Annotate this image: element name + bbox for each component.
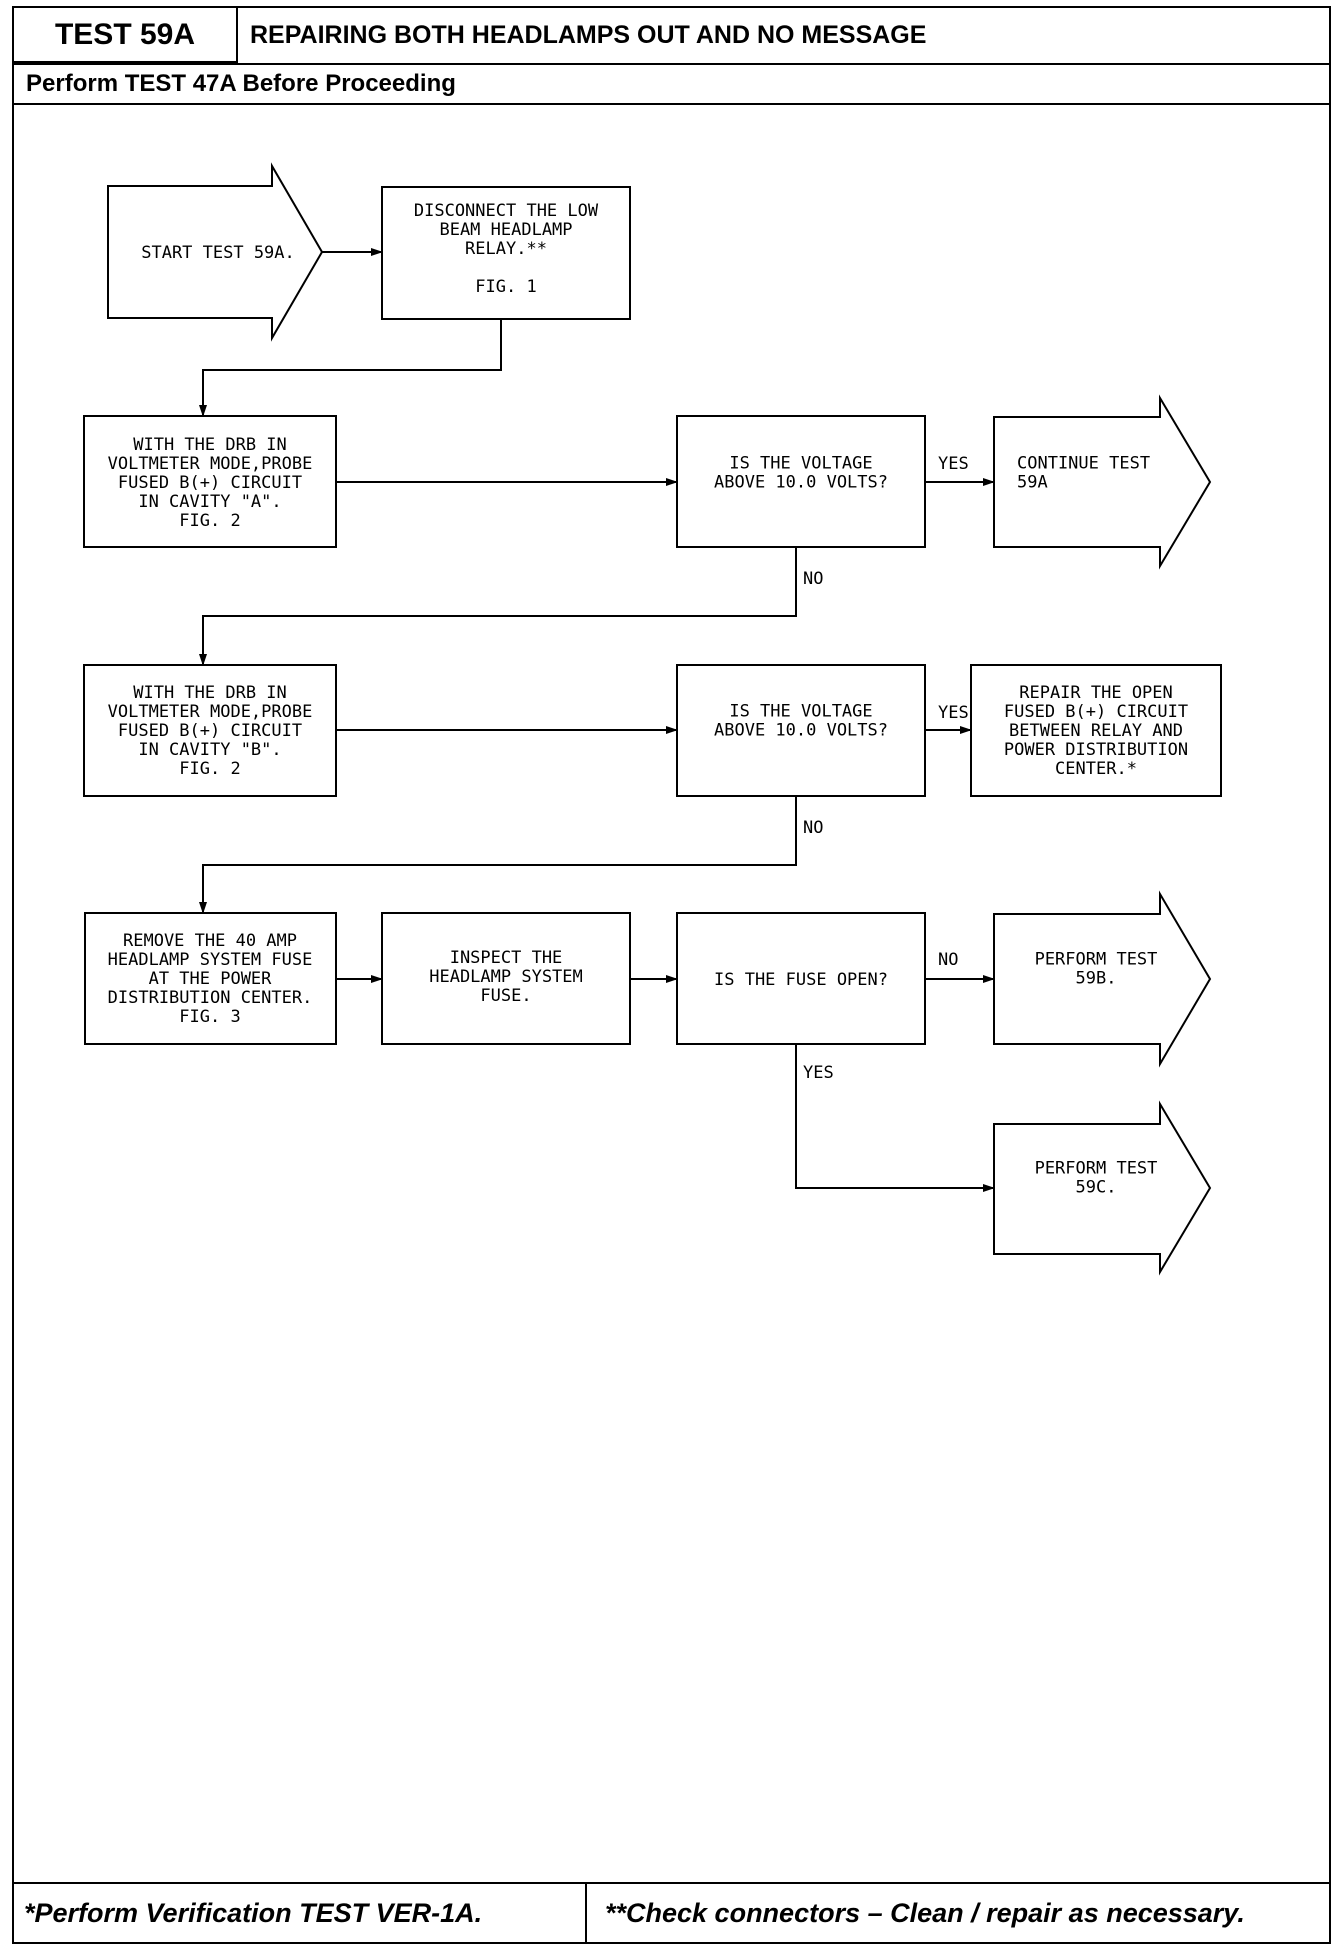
node-text-line: POWER DISTRIBUTION	[1004, 740, 1188, 760]
node-text-line: BEAM HEADLAMP	[439, 220, 572, 240]
node-text-line: RELAY.**	[465, 239, 547, 259]
page-title: REPAIRING BOTH HEADLAMPS OUT AND NO MESS…	[250, 21, 927, 49]
start-text: START TEST 59A.	[141, 243, 295, 263]
label-no-fuse: NO	[938, 950, 958, 970]
node-text-line: AT THE POWER	[149, 969, 273, 989]
node-text-line: FIG. 3	[179, 1007, 240, 1027]
node-text-line: ABOVE 10.0 VOLTS?	[714, 721, 888, 741]
question-fuse-text: IS THE FUSE OPEN?	[714, 970, 888, 990]
node-text-line: 59A	[1017, 473, 1048, 493]
node-text-line: DISCONNECT THE LOW	[414, 201, 599, 221]
node-text-line: FIG. 1	[475, 277, 536, 297]
label-no-b: NO	[803, 818, 823, 838]
node-text-line: HEADLAMP SYSTEM FUSE	[108, 950, 313, 970]
node-text-line: FUSED B(+) CIRCUIT	[118, 473, 302, 493]
footer-note-right: **Check connectors – Clean / repair as n…	[605, 1897, 1245, 1928]
node-text-line: FIG. 2	[179, 759, 240, 779]
footer-note-left: *Perform Verification TEST VER-1A.	[14, 1884, 587, 1942]
connector-question-a-probe-b	[199, 547, 797, 666]
subheader: Perform TEST 47A Before Proceeding	[14, 63, 1329, 105]
node-text-line: IN CAVITY "B".	[138, 740, 281, 760]
node-text-line: 59C.	[1076, 1178, 1117, 1198]
node-text-line: VOLTMETER MODE,PROBE	[108, 454, 313, 474]
node-text-line: CONTINUE TEST	[1017, 454, 1150, 474]
test-id: TEST 59A	[14, 8, 238, 63]
node-text-line: IS THE VOLTAGE	[729, 454, 872, 474]
node-text-line: IS THE VOLTAGE	[729, 702, 872, 722]
label-yes-fuse: YES	[803, 1063, 834, 1083]
node-text-line: CENTER.*	[1055, 759, 1137, 779]
node-text-line: 59B.	[1076, 969, 1117, 989]
label-yes-a: YES	[938, 454, 969, 474]
node-text-line: REMOVE THE 40 AMP	[123, 931, 297, 951]
node-text-line: FUSED B(+) CIRCUIT	[1004, 702, 1188, 722]
start-arrow-shape	[107, 162, 324, 342]
node-text-line: FIG. 2	[179, 511, 240, 531]
node-text-line: HEADLAMP SYSTEM	[429, 967, 583, 987]
connector-question-fuse-perform-c	[795, 1044, 995, 1192]
perform-c-arrow-shape	[993, 1100, 1212, 1276]
connector-disconnect-probe-a	[199, 319, 502, 417]
node-text-line: INSPECT THE	[450, 948, 563, 968]
node-text-line: START TEST 59A.	[141, 243, 295, 263]
node-text-line: WITH THE DRB IN	[133, 435, 287, 455]
perform-b-arrow-shape	[993, 890, 1212, 1068]
node-text-line: PERFORM TEST	[1035, 1159, 1158, 1179]
page-frame: TEST 59A REPAIRING BOTH HEADLAMPS OUT AN…	[12, 6, 1331, 1944]
node-text-line: REPAIR THE OPEN	[1019, 683, 1173, 703]
node-text-line: VOLTMETER MODE,PROBE	[108, 702, 313, 722]
node-text-line: ABOVE 10.0 VOLTS?	[714, 473, 888, 493]
continue-arrow-shape	[993, 394, 1212, 570]
node-text-line: FUSE.	[480, 986, 531, 1006]
node-text-line: FUSED B(+) CIRCUIT	[118, 721, 302, 741]
label-no-a: NO	[803, 569, 823, 589]
node-text-line: PERFORM TEST	[1035, 950, 1158, 970]
node-text-line: BETWEEN RELAY AND	[1009, 721, 1183, 741]
node-text-line: WITH THE DRB IN	[133, 683, 287, 703]
label-yes-b: YES	[938, 703, 969, 723]
connector-question-b-remove-fuse	[199, 796, 797, 914]
node-text-line: IN CAVITY "A".	[138, 492, 281, 512]
node-text-line: DISTRIBUTION CENTER.	[108, 988, 313, 1008]
node-text-line: IS THE FUSE OPEN?	[714, 970, 888, 990]
footer: *Perform Verification TEST VER-1A. **Che…	[14, 1882, 1329, 1942]
